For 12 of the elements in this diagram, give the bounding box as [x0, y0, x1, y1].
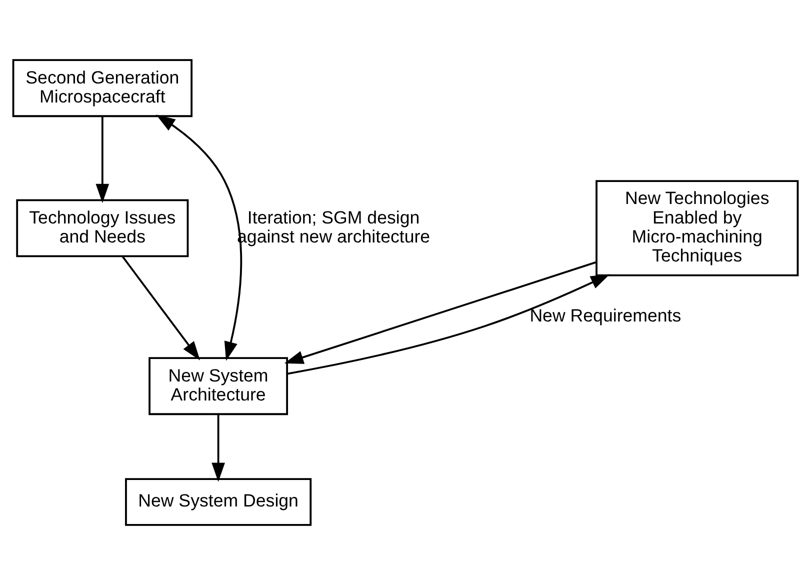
node-box: Technology Issues and Needs [16, 199, 189, 258]
edge-label: New Requirements [530, 305, 682, 326]
node-box: Second Generation Microspacecraft [12, 59, 193, 118]
arrow [284, 261, 596, 364]
arrow [212, 414, 225, 482]
arrow [156, 114, 242, 361]
arrow [122, 256, 200, 360]
node-box: New System Architecture [148, 357, 288, 416]
arrow [96, 116, 110, 204]
node-box: New Technologies Enabled by Micro-machining Techniques [596, 180, 799, 276]
arrow [287, 274, 610, 375]
node-box: New System Design [125, 478, 312, 526]
